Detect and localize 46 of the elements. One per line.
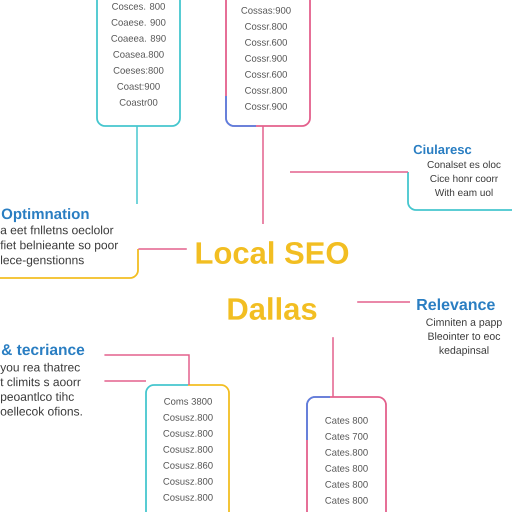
- body-text: Conalset es oloc Cice honr coorr With eam uol: [428, 160, 501, 196]
- list-item: Cosusz.800: [163, 446, 213, 453]
- list-item: Cosusz.800: [163, 494, 213, 501]
- connector-line: [332, 337, 334, 397]
- list-item: Coeses:800: [114, 67, 164, 74]
- list-item: Cates 800: [325, 417, 368, 424]
- box-outline: [407, 144, 512, 211]
- list-item: Coaese. 900: [112, 19, 166, 26]
- list-item: Coastr00: [120, 99, 158, 106]
- heading: Optimnation: [2, 208, 89, 222]
- list-item: Cossr.600: [245, 39, 287, 46]
- title-text: Local SEO Dallas: [196, 241, 348, 320]
- heading: Relevance: [417, 298, 495, 310]
- list-item: Coaeea. 890: [111, 35, 166, 42]
- body-text: Cimniten a papp Bleointer to eoc kedapinsal: [426, 318, 502, 356]
- list-item: Cates 800: [325, 481, 368, 488]
- connector-line: [357, 301, 410, 303]
- list-item: Coast:900: [117, 83, 160, 90]
- heading: Ciularesc: [414, 144, 472, 154]
- list-item: Coms 3800: [164, 398, 212, 405]
- list-item: Cossr.600: [245, 71, 287, 78]
- list-item: Cates 800: [325, 497, 368, 504]
- list-item: Cosusz.800: [163, 478, 213, 485]
- connector-line: [262, 126, 264, 224]
- list-item: Cosces. 800: [112, 3, 165, 10]
- connector-line: [290, 171, 408, 173]
- body-text: you rea thatrec t climits s aoorr peoantlco tihc oellecok ofions.: [0, 362, 82, 416]
- list-item: Cossr.900: [245, 55, 287, 62]
- connector-line: [104, 380, 146, 382]
- list-item: Cosusz.860: [163, 462, 213, 469]
- list-item: Cossr.900: [245, 103, 287, 110]
- list-item: Cossr.800: [245, 23, 287, 30]
- heading: & tecriance: [2, 344, 84, 356]
- list-item: Cates 700: [325, 433, 368, 440]
- list-item: Cates 800: [325, 465, 368, 472]
- connector-line: [138, 248, 187, 250]
- list-item: Cosusz.800: [163, 414, 213, 421]
- connector-line: [136, 126, 138, 204]
- list-item: Cossas:900: [241, 7, 291, 14]
- list-item: Cossr.800: [245, 87, 287, 94]
- list-item: Cosusz.800: [163, 430, 213, 437]
- list-item: Cates.800: [325, 449, 368, 456]
- list-item: Coasea.800: [113, 51, 164, 58]
- body-text: a eet fnlletns oeclolor fiet belnieante so poor lece-genstionns: [0, 226, 118, 267]
- box-outline: [0, 208, 139, 279]
- connector-line: [104, 354, 190, 385]
